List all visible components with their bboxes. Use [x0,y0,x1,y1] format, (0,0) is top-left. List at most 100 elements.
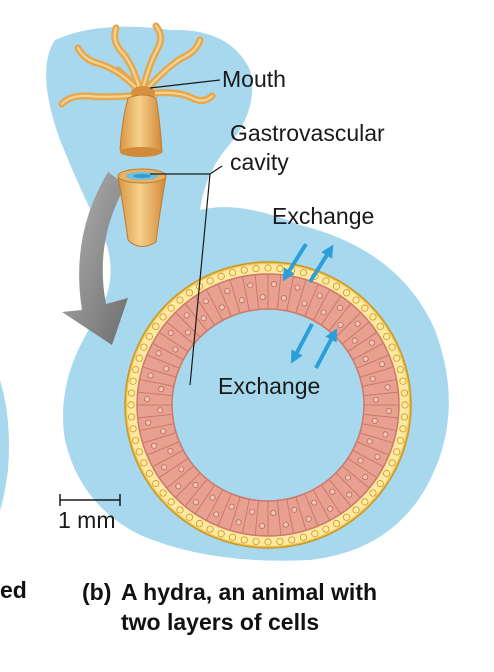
outer-cell [129,425,137,433]
caption-line-1: A hydra, an animal with [121,579,377,605]
cell-wall [254,500,260,536]
cell-wall [304,493,319,527]
cell-nucleus [346,491,353,498]
cavity-label: cavity [230,149,289,175]
cell-wall [276,500,282,536]
cell-wall [341,321,370,345]
outer-cell [332,282,341,290]
cell-nucleus [337,321,344,328]
cell-nucleus [294,284,301,291]
outer-cell [228,269,237,277]
outer-cell [399,377,407,385]
cell-wall [175,312,201,338]
cell-nucleus [183,312,190,319]
outer-cell [399,425,407,433]
outer-cell [264,538,272,546]
cell-wall [362,378,397,387]
cell-wall [142,432,177,444]
cell-wall [328,303,352,332]
cell-nucleus [374,453,381,460]
outer-cell [185,513,194,521]
outer-cell [206,277,214,285]
outer-cell [195,520,204,528]
cell-wall [312,489,331,521]
cell-wall [352,342,384,361]
outer-cell [140,459,148,467]
cell-wall [205,489,224,521]
cell-nucleus [371,417,378,424]
outer-cell [352,296,360,304]
cell-wall [362,423,397,432]
outer-cell [185,289,194,297]
cell-wall [295,496,307,531]
mouth-label: Mouth [222,66,286,92]
cell-wall [158,331,189,353]
outer-cell [288,536,296,544]
cell-wall [341,465,370,489]
cell-nucleus [327,505,334,512]
outer-cell [145,469,153,478]
cell-nucleus [316,292,323,299]
cell-nucleus [145,419,152,426]
cell-wall [304,283,319,317]
cell-nucleus [369,375,376,382]
cell-nucleus [147,372,154,379]
outer-cell [228,533,237,541]
outer-cell [396,365,404,374]
cell-wall [217,493,232,527]
cell-nucleus [366,438,373,445]
cell-wall [356,441,390,456]
cell-nucleus [192,499,199,506]
outer-cell [388,459,396,467]
cell-wall [175,472,201,498]
outer-cell [135,354,143,362]
double-arrow-icon [282,242,334,284]
cell-nucleus [320,309,327,316]
cell-nucleus [345,474,352,481]
cell-nucleus [161,464,168,471]
gastrovascular-label: Gastrovascular [230,120,385,146]
cell-wall [137,413,173,419]
outer-cell [342,289,351,297]
cell-wall [194,484,216,515]
cell-nucleus [151,442,158,449]
outer-cell [176,506,184,514]
cell-wall [184,478,208,507]
hydra-upper-body [119,86,163,157]
cell-nucleus [305,515,312,522]
cell-wall [295,279,307,314]
outer-cell [217,530,225,538]
cell-wall [347,331,378,353]
outer-cell [264,264,272,272]
cell-wall [286,499,295,534]
cell-nucleus [247,282,254,289]
outer-cell [383,469,391,478]
cell-nucleus [259,522,266,529]
outer-cell [369,313,377,321]
exchange-outer-label: Exchange [272,203,374,229]
outer-cell [401,401,409,409]
cell-nucleus [291,506,298,513]
outer-cell [127,389,136,397]
outer-cell [361,304,369,312]
cell-nucleus [362,474,369,481]
outer-cell [352,506,360,514]
cell-wall [254,274,260,310]
body-cross-section [124,261,412,549]
cell-wall [158,457,189,479]
outer-cell [217,272,225,280]
cell-wall [241,499,250,534]
outer-cell [400,389,409,397]
outer-cell [176,296,184,304]
outer-cell [400,413,409,421]
cell-wall [137,391,173,397]
cell-wall [229,496,241,531]
cell-nucleus [200,315,207,322]
cell-nucleus [282,521,289,528]
outer-cell [322,525,330,533]
cell-nucleus [329,488,336,495]
cell-nucleus [157,407,164,414]
cell-nucleus [175,483,182,490]
outer-cell [152,479,160,488]
